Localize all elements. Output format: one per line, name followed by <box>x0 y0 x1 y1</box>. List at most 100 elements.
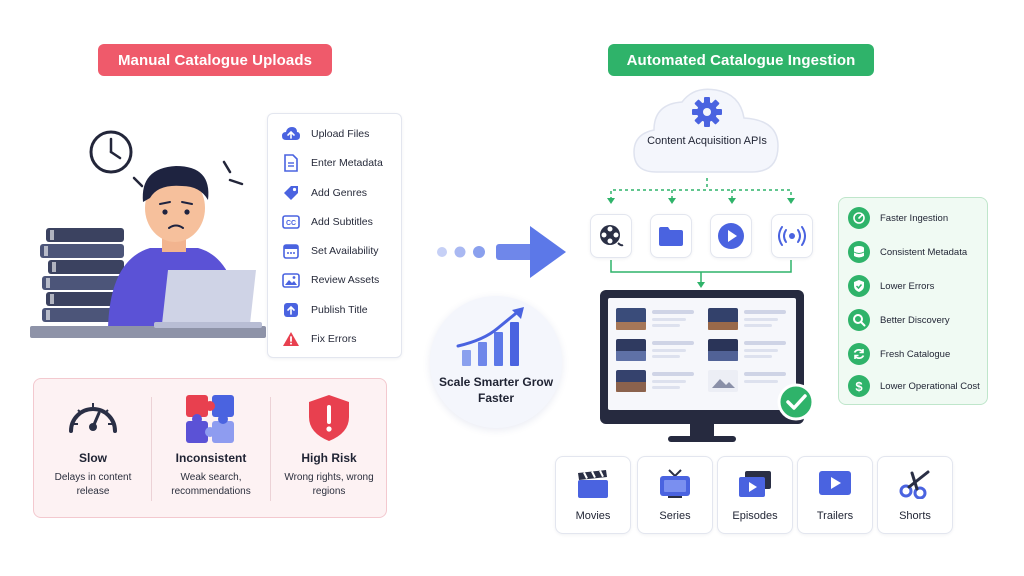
upload-arrow-icon <box>280 300 302 320</box>
step-enter-metadata: Enter Metadata <box>280 153 383 173</box>
tag-icon <box>280 183 302 203</box>
source-broadcast <box>771 214 813 258</box>
step-label: Enter Metadata <box>311 157 383 169</box>
content-type-label: Shorts <box>899 510 931 522</box>
laptop <box>162 270 256 324</box>
broadcast-icon <box>778 226 806 246</box>
source-folder <box>650 214 692 258</box>
episodes-icon <box>718 469 792 503</box>
step-upload-files: Upload Files <box>280 124 369 144</box>
step-label: Review Assets <box>311 274 380 286</box>
tv-icon <box>638 469 712 503</box>
benefit-better-discovery: Better Discovery <box>848 308 950 332</box>
problem-desc: Delays in content release <box>54 472 132 497</box>
content-type-series: Series <box>637 456 713 534</box>
speed-icon <box>848 207 870 229</box>
check-badge-icon <box>777 383 815 421</box>
benefit-lower-errors: Lower Errors <box>848 274 934 298</box>
content-api-cloud <box>633 88 779 173</box>
desk <box>30 326 266 338</box>
database-icon <box>848 241 870 263</box>
benefit-label: Faster Ingestion <box>880 212 949 224</box>
scissors-icon <box>878 469 952 503</box>
step-add-genres: Add Genres <box>280 183 367 203</box>
cc-icon: CC <box>280 212 302 232</box>
benefit-consistent-metadata: Consistent Metadata <box>848 240 967 264</box>
book-stack <box>40 228 124 322</box>
person-head <box>145 174 205 242</box>
document-icon <box>280 153 302 173</box>
benefit-label: Fresh Catalogue <box>880 348 951 360</box>
svg-text:CC: CC <box>286 220 296 227</box>
manual-uploads-header: Manual Catalogue Uploads <box>98 44 332 76</box>
clapperboard-icon <box>556 469 630 503</box>
benefit-lower-operational-cost: $ Lower Operational Cost <box>848 374 980 398</box>
source-play <box>710 214 752 258</box>
problem-desc: Wrong rights, wrong regions <box>284 472 374 497</box>
benefit-label: Consistent Metadata <box>880 246 968 258</box>
image-icon <box>280 270 302 290</box>
speedometer-icon <box>34 393 152 447</box>
content-type-movies: Movies <box>555 456 631 534</box>
film-reel-icon <box>600 225 624 247</box>
problem-title: Inconsistent <box>175 451 247 465</box>
problem-high-risk: High Risk Wrong rights, wrong regions <box>270 379 388 519</box>
problem-desc: Weak search, recommendations <box>171 472 251 497</box>
step-publish-title: Publish Title <box>280 300 368 320</box>
play-icon <box>718 223 744 249</box>
upload-cloud-icon <box>280 124 302 144</box>
growth-chart-icon <box>456 307 524 366</box>
content-type-trailers: Trailers <box>797 456 873 534</box>
problem-slow: Slow Delays in content release <box>34 379 152 519</box>
content-type-episodes: Episodes <box>717 456 793 534</box>
shield-check-icon <box>848 275 870 297</box>
benefits-panel: Faster Ingestion Consistent Metadata Low… <box>838 197 988 405</box>
folder-icon <box>659 227 683 246</box>
problem-title: High Risk <box>301 451 357 465</box>
step-add-subtitles: CC Add Subtitles <box>280 212 373 232</box>
cloud-label: Content Acquisition APIs <box>647 135 767 147</box>
catalogue-monitor <box>600 290 815 442</box>
step-label: Add Genres <box>311 187 368 199</box>
manual-steps-list: Upload Files Enter Metadata Add Genres C… <box>267 113 402 358</box>
warning-icon <box>280 329 302 349</box>
step-fix-errors: Fix Errors <box>280 329 357 349</box>
gear-icon <box>692 97 722 127</box>
content-type-label: Series <box>659 510 691 522</box>
scale-label: Scale Smarter Grow Faster <box>438 375 554 405</box>
step-label: Upload Files <box>311 128 370 140</box>
content-type-label: Episodes <box>732 510 778 522</box>
dollar-icon: $ <box>848 375 870 397</box>
benefit-fresh-catalogue: Fresh Catalogue <box>848 342 950 366</box>
flow-arrow <box>437 226 566 278</box>
calendar-icon <box>280 241 302 261</box>
stress-lines <box>132 160 244 188</box>
content-type-shorts: Shorts <box>877 456 953 534</box>
step-set-availability: Set Availability <box>280 241 379 261</box>
step-label: Add Subtitles <box>311 216 373 228</box>
refresh-icon <box>848 343 870 365</box>
benefit-label: Lower Operational Cost <box>880 380 980 392</box>
puzzle-icon <box>152 393 270 447</box>
connector-lines <box>607 178 795 288</box>
clock-icon <box>89 130 133 174</box>
problem-title: Slow <box>78 451 107 465</box>
search-icon <box>848 309 870 331</box>
step-label: Publish Title <box>311 304 368 316</box>
problems-panel: Slow Delays in content release Inconsist… <box>33 378 387 518</box>
benefit-label: Lower Errors <box>880 280 935 292</box>
step-review-assets: Review Assets <box>280 270 379 290</box>
catalogue-rows <box>616 308 786 392</box>
svg-text:$: $ <box>855 379 863 393</box>
content-type-label: Movies <box>575 510 611 522</box>
automated-ingestion-header: Automated Catalogue Ingestion <box>608 44 874 76</box>
shield-alert-icon <box>270 393 388 447</box>
content-type-label: Trailers <box>816 510 854 522</box>
manual-work-illustration <box>30 130 266 338</box>
source-film-reel <box>590 214 632 258</box>
play-icon <box>798 469 872 503</box>
problem-inconsistent: Inconsistent Weak search, recommendation… <box>152 379 270 519</box>
benefit-label: Better Discovery <box>880 314 950 326</box>
step-label: Set Availability <box>311 245 379 257</box>
benefit-faster-ingestion: Faster Ingestion <box>848 206 948 230</box>
